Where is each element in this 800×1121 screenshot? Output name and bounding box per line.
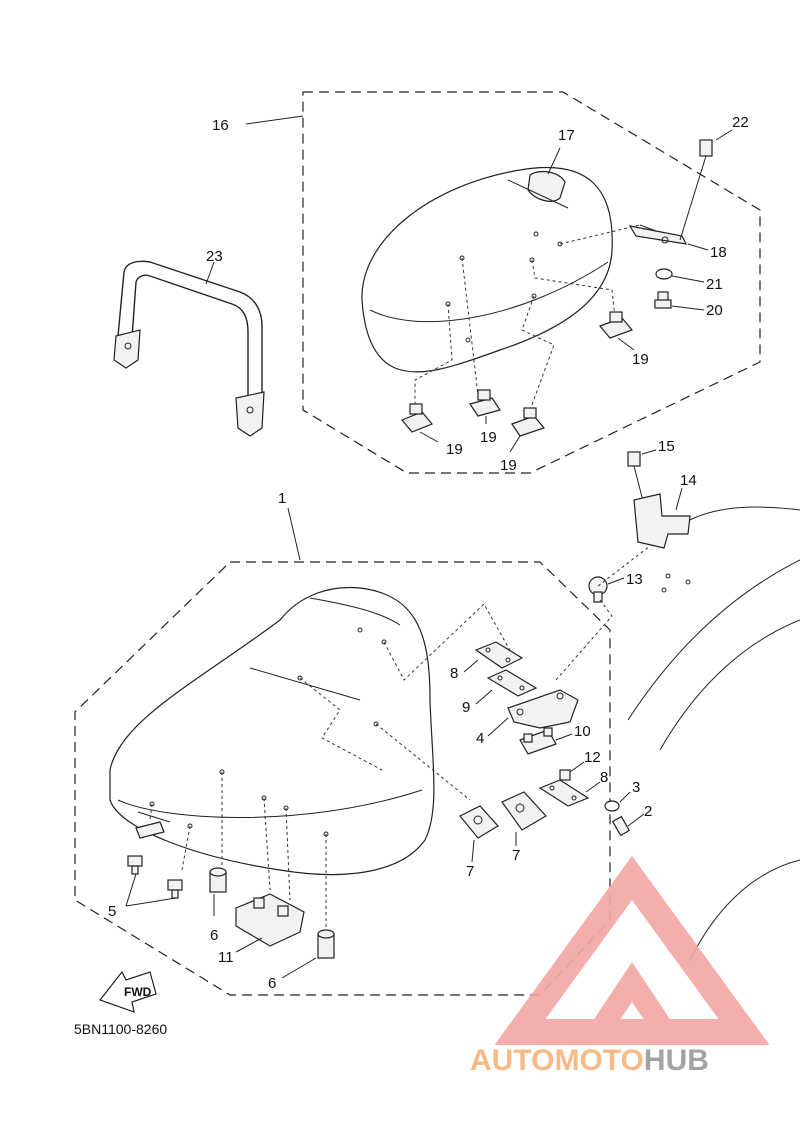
front-seat-part [109, 586, 435, 876]
washer-part-3 [604, 791, 631, 812]
callout-11: 11 [218, 949, 234, 966]
callout-19-middle: 19 [480, 429, 497, 446]
bumper-part-5 [125, 821, 183, 907]
grab-bar-part-23 [113, 260, 265, 437]
callout-21: 21 [706, 276, 723, 293]
fwd-arrow: FWD [99, 970, 157, 1013]
callout-17: 17 [558, 127, 575, 144]
callout-4: 4 [476, 730, 484, 747]
callout-8-lower: 8 [600, 769, 608, 786]
clip-part-19-d [598, 311, 635, 351]
clip-part-7-b [501, 791, 547, 846]
callout-10: 10 [574, 723, 591, 740]
watermark-text-automoto: AUTOMOTO [470, 1044, 644, 1077]
callout-7-left: 7 [466, 863, 474, 880]
bolt-part-20 [654, 291, 705, 311]
collar-part-12 [559, 761, 585, 781]
rear-seat-group-outline [302, 91, 761, 474]
frame-outline [627, 506, 800, 961]
plate-part-8-lower [538, 779, 601, 807]
callout-7-right: 7 [512, 847, 520, 864]
watermark-logo: AUTOMOTOHUB [470, 855, 770, 1077]
drawing-code: 5BN1100-8260 [74, 1021, 167, 1037]
bolt-part-13 [555, 545, 651, 681]
screw-part-22 [679, 139, 713, 241]
callout-6-upper: 6 [210, 927, 218, 944]
bolt-part-2 [611, 813, 645, 837]
callout-18: 18 [710, 244, 727, 261]
callout-16: 16 [212, 117, 229, 134]
callout-19-bottom: 19 [500, 457, 517, 474]
fwd-label: FWD [124, 985, 152, 999]
callout-23: 23 [206, 248, 223, 265]
callout-19-left: 19 [446, 441, 463, 458]
clip-part-19-c [509, 407, 546, 453]
callout-14: 14 [680, 472, 697, 489]
callout-20: 20 [706, 302, 723, 319]
damper-part-6-lower [281, 929, 335, 979]
callout-1: 1 [278, 490, 286, 507]
callout-8-upper: 8 [450, 665, 458, 682]
washer-part-21 [655, 268, 705, 283]
callout-19-right: 19 [632, 351, 649, 368]
plate-part-9 [475, 669, 538, 705]
block-part-11 [235, 893, 305, 953]
callout-3: 3 [632, 779, 640, 796]
callout-2: 2 [644, 803, 652, 820]
callout-15: 15 [658, 438, 675, 455]
rear-seat-part [361, 147, 613, 373]
bracket-part-4 [487, 689, 579, 737]
svg-text:AUTOMOTOHUB: AUTOMOTOHUB [470, 1044, 709, 1077]
callout-13: 13 [626, 571, 643, 588]
rear-seat-holes [445, 231, 563, 343]
plate-part-8-upper [463, 641, 524, 673]
bracket-part-18 [628, 225, 688, 245]
callout-12: 12 [584, 749, 601, 766]
clip-part-19-b [469, 389, 501, 424]
watermark-g-mark [590, 962, 674, 1037]
clip-part-7-a [459, 805, 499, 863]
clip-part-19-a [401, 403, 439, 443]
callout-9: 9 [462, 699, 470, 716]
watermark-triangle [494, 855, 770, 1045]
callout-22: 22 [732, 114, 749, 131]
callout-5: 5 [108, 903, 116, 920]
bracket-part-14 [633, 487, 691, 549]
damper-part-10 [519, 727, 573, 755]
watermark-text-hub: HUB [644, 1044, 709, 1077]
damper-part-6-upper [209, 867, 227, 916]
callout-6-lower: 6 [268, 975, 276, 992]
